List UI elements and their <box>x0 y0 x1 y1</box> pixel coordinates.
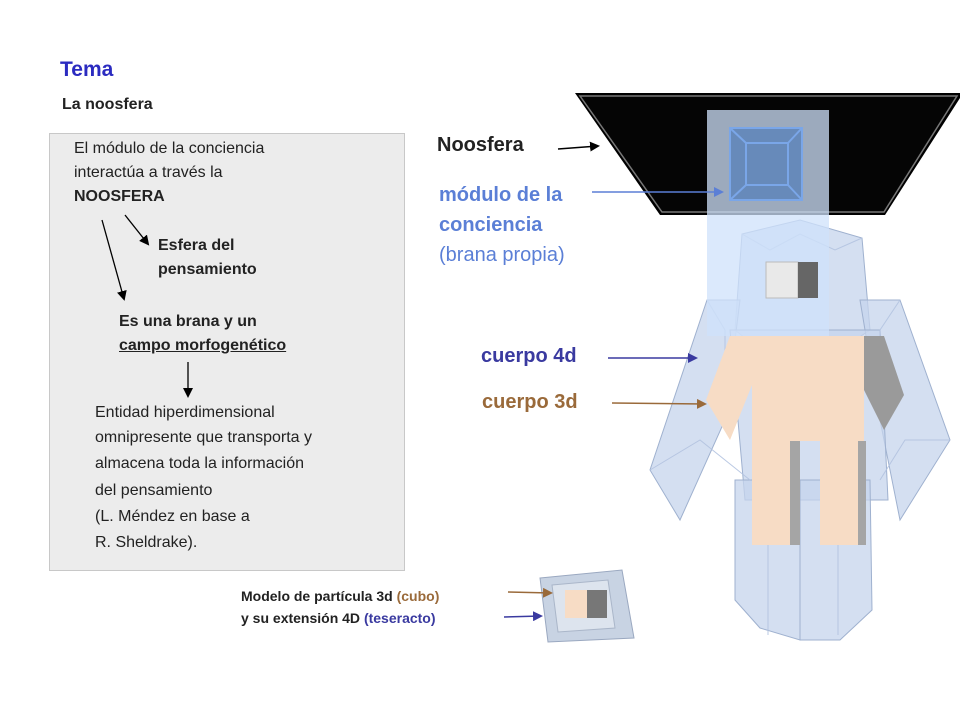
arrow-to-brana <box>101 219 127 301</box>
label-modulo-line-2: conciencia <box>439 214 543 236</box>
entidad-line-4: del pensamiento <box>95 482 213 499</box>
model-caption: Modelo de partícula 3d (cubo) y su exten… <box>241 585 439 629</box>
topic-heading: Tema <box>60 58 114 81</box>
label-modulo-line-1: módulo de la <box>439 184 563 206</box>
arrow-to-esfera <box>124 214 150 246</box>
entidad-line-2: omnipresente que transporta y <box>95 429 313 446</box>
topic-subtitle: La noosfera <box>62 96 153 113</box>
arrow-noosfera <box>557 141 600 152</box>
intro-line-1: El módulo de la conciencia <box>74 140 265 157</box>
intro-line-2: interactúa a través la <box>74 164 223 181</box>
tesseract-module <box>729 127 803 201</box>
model-cube <box>539 569 635 643</box>
entidad-line-3: almacena toda la información <box>95 455 305 472</box>
esfera-line-2: pensamiento <box>158 261 257 278</box>
arrow-cuerpo3d <box>611 398 707 409</box>
caption-line1-main: Modelo de partícula 3d <box>241 588 397 604</box>
label-cuerpo-4d: cuerpo 4d <box>481 345 577 367</box>
entidad-line-6: R. Sheldrake). <box>95 534 198 551</box>
arrow-cube <box>507 587 553 598</box>
arrow-tesseract <box>503 611 543 622</box>
entidad-line-1: Entidad hiperdimensional <box>95 404 275 421</box>
explanation-panel <box>49 133 405 571</box>
body-3d-shape <box>706 261 904 545</box>
label-modulo-line-3: (brana propia) <box>439 244 565 266</box>
caption-line2-paren: (teseracto) <box>363 610 436 626</box>
caption-line2-main: y su extensión 4D <box>241 610 364 626</box>
label-noosfera: Noosfera <box>437 134 524 156</box>
esfera-line-1: Esfera del <box>158 237 235 254</box>
entidad-line-5: (L. Méndez en base a <box>95 508 250 525</box>
caption-line1-paren: (cubo) <box>396 588 440 604</box>
intro-line-3: NOOSFERA <box>74 188 165 205</box>
label-cuerpo-3d: cuerpo 3d <box>482 391 578 413</box>
brana-line-1: Es una brana y un <box>119 313 257 330</box>
brana-line-2: campo morfogenético <box>119 337 287 354</box>
